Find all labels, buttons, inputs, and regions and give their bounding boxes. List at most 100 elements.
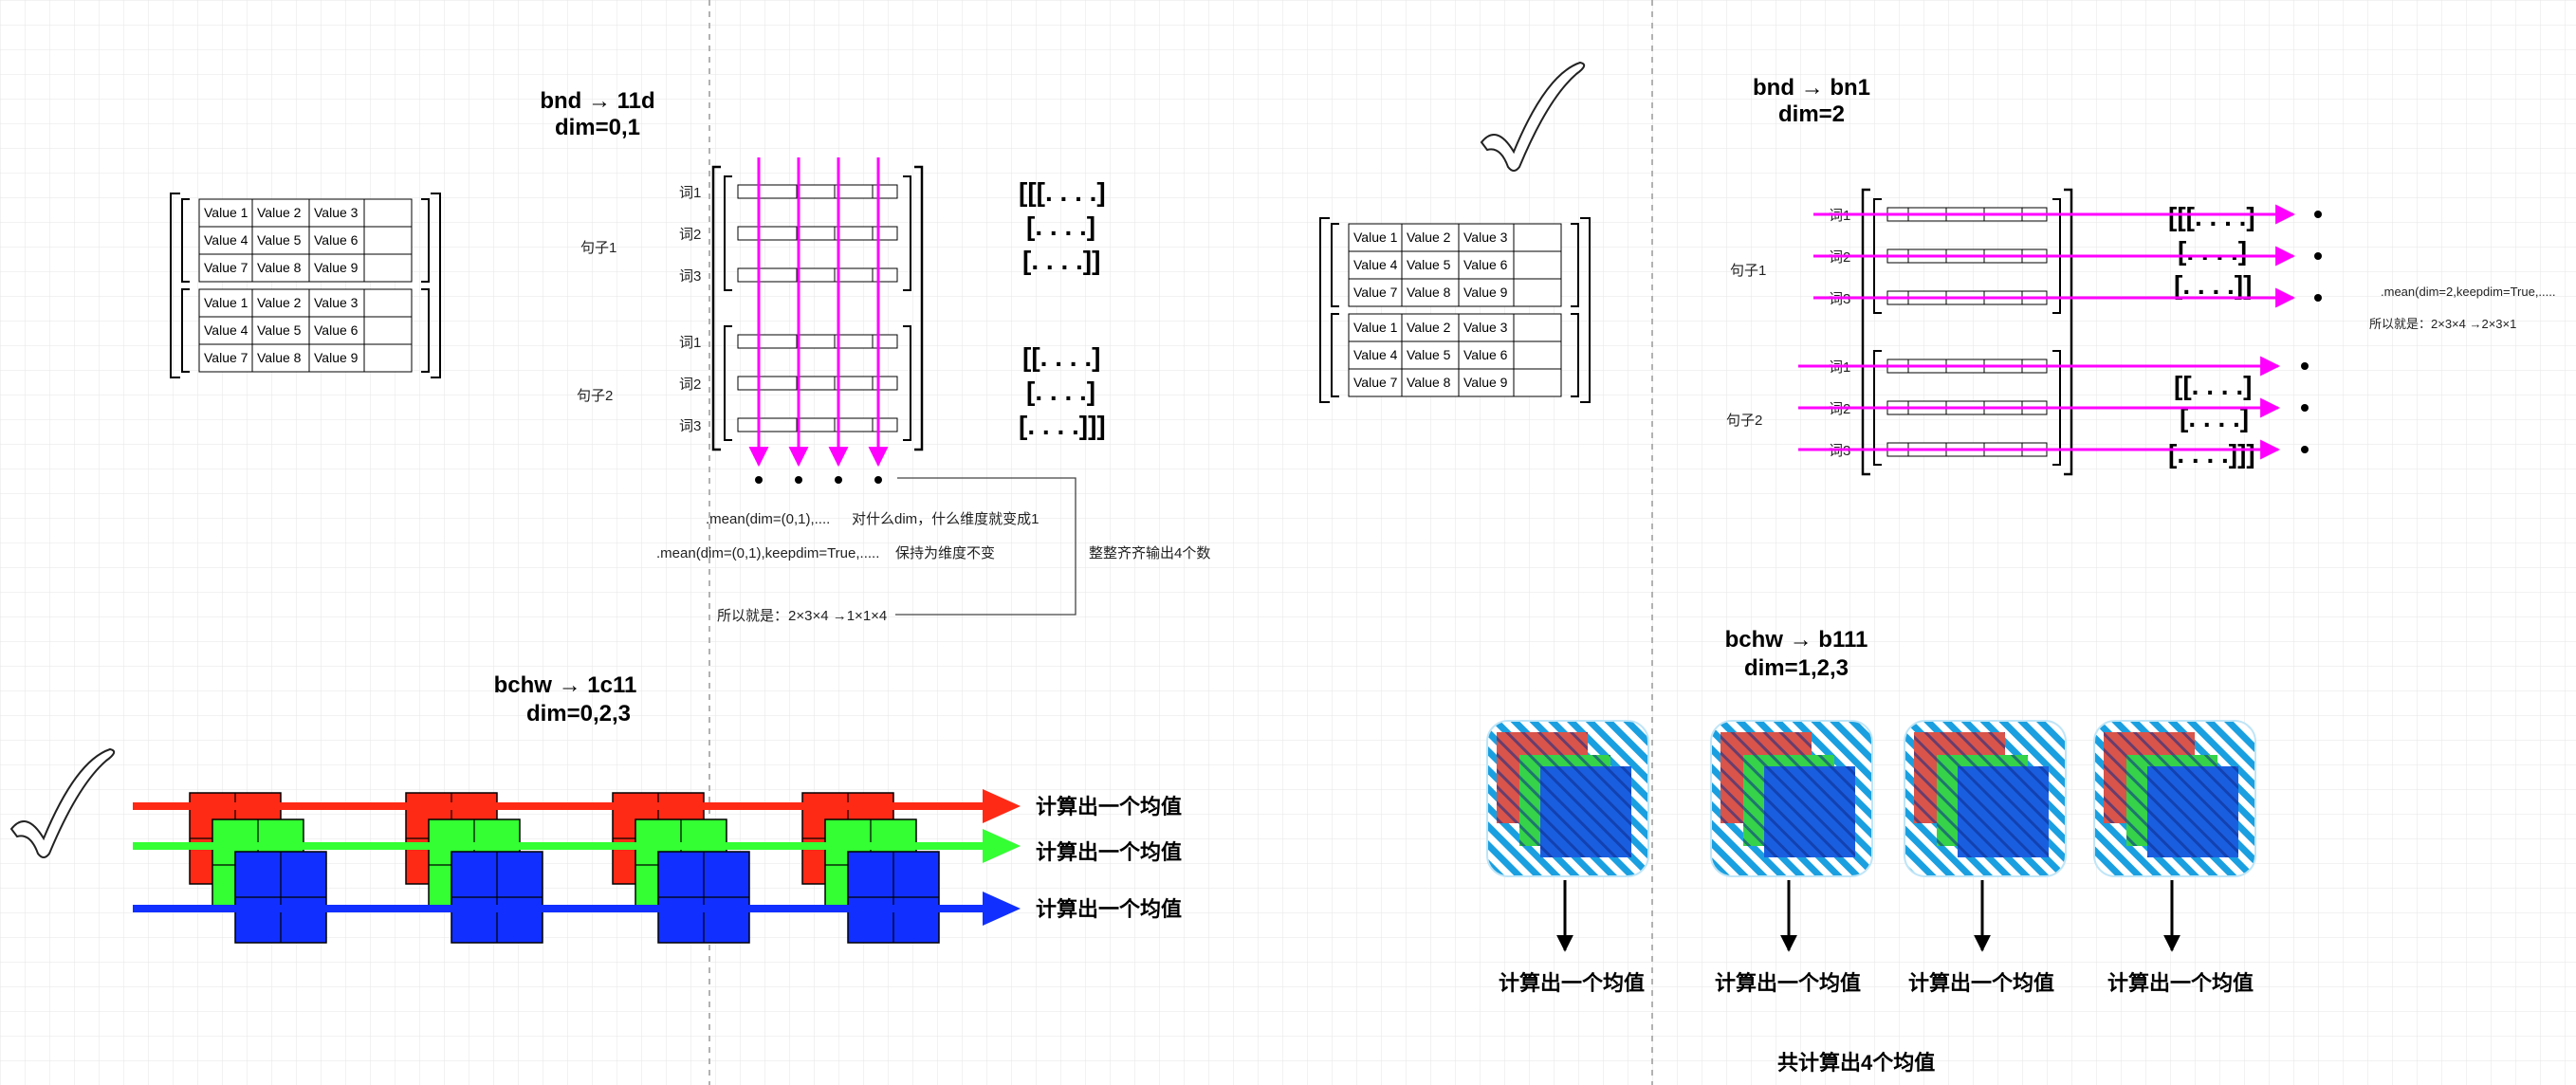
table-cell bbox=[363, 198, 413, 228]
table-cell-text: Value 3 bbox=[1463, 320, 1508, 335]
word-cell bbox=[834, 184, 874, 199]
batch-bracket-left bbox=[711, 165, 721, 451]
table-cell-text: Value 1 bbox=[204, 205, 248, 220]
table-cell bbox=[1348, 368, 1403, 397]
p4-title-line2: dim=1,2,3 bbox=[1744, 655, 1849, 681]
p3-result-green: 计算出一个均值 bbox=[1036, 840, 1182, 864]
table-cell-text: Value 9 bbox=[1463, 375, 1508, 390]
table-cell bbox=[251, 253, 310, 283]
word-cell bbox=[796, 226, 836, 241]
word-cell bbox=[758, 226, 798, 241]
p1-sentence2-label: 句子2 bbox=[577, 388, 613, 404]
table-cell-text: Value 5 bbox=[1407, 347, 1451, 362]
outer-bracket-left bbox=[1319, 217, 1330, 403]
table-cell-text: Value 6 bbox=[314, 322, 359, 338]
table-cell-text: Value 8 bbox=[257, 260, 302, 275]
result-bracket-text: [. . . .] bbox=[2178, 236, 2247, 266]
table-cell bbox=[1458, 368, 1515, 397]
inner-bracket-left bbox=[181, 288, 190, 373]
sentence-bracket-right bbox=[903, 175, 911, 291]
word-cell bbox=[737, 184, 760, 199]
inner-bracket-right bbox=[1571, 223, 1579, 307]
table-cell-text: Value 2 bbox=[257, 205, 302, 220]
table-cell-text: Value 8 bbox=[1407, 285, 1451, 300]
table-cell-text: Value 1 bbox=[1353, 320, 1398, 335]
word-cell bbox=[737, 417, 760, 432]
sentence-bracket-left bbox=[724, 175, 732, 291]
word-label: 词3 bbox=[679, 268, 701, 285]
word-cell bbox=[737, 226, 760, 241]
word-label: 词2 bbox=[679, 377, 701, 393]
p1-connector-line bbox=[895, 477, 1076, 616]
blue-channel-hatch bbox=[1540, 766, 1631, 857]
table-cell-text: Value 8 bbox=[1407, 375, 1451, 390]
word-cell bbox=[872, 334, 898, 349]
table-cell-text: Value 2 bbox=[1407, 230, 1451, 245]
table-cell bbox=[251, 343, 310, 373]
p1-title-line1: bnd → 11d bbox=[540, 88, 654, 114]
p4-batch-stacks bbox=[1486, 720, 2256, 952]
p1-note-output: 整整齐齐输出4个数 bbox=[1089, 545, 1210, 561]
output-dot bbox=[874, 476, 882, 484]
table-cell bbox=[251, 198, 310, 228]
table-cell bbox=[363, 316, 413, 345]
batch-bracket-left bbox=[1861, 188, 1870, 476]
word-cell bbox=[834, 376, 874, 391]
table-cell bbox=[1401, 368, 1460, 397]
p1-note-mean: .mean(dim=(0,1),.... bbox=[706, 511, 830, 527]
p2-sentence1-label: 句子1 bbox=[1730, 263, 1766, 279]
word-cell bbox=[758, 417, 798, 432]
word-cell bbox=[796, 184, 836, 199]
table-cell bbox=[1513, 340, 1562, 370]
word-label: 词3 bbox=[679, 418, 701, 434]
blue-channel-hatch bbox=[2147, 766, 2238, 857]
output-dot bbox=[2301, 404, 2309, 412]
p3-result-blue: 计算出一个均值 bbox=[1036, 897, 1182, 921]
table-cell bbox=[363, 288, 413, 318]
inner-bracket-left bbox=[181, 198, 190, 283]
result-bracket-text: [. . . .]]] bbox=[1019, 411, 1106, 440]
word-cell bbox=[834, 226, 874, 241]
output-dot bbox=[2301, 362, 2309, 370]
table-cell-text: Value 5 bbox=[1407, 257, 1451, 272]
table-cell bbox=[1513, 250, 1562, 280]
table-cell bbox=[1401, 278, 1460, 307]
outer-bracket-right bbox=[1580, 217, 1591, 403]
table-cell bbox=[363, 343, 413, 373]
table-cell bbox=[1458, 250, 1515, 280]
p1-title-line2: dim=0,1 bbox=[555, 115, 640, 140]
word-cell bbox=[737, 334, 760, 349]
word-cell bbox=[796, 376, 836, 391]
p2-sentence2-label: 句子2 bbox=[1726, 413, 1762, 429]
table-cell-text: Value 4 bbox=[204, 322, 248, 338]
word-cell bbox=[796, 334, 836, 349]
green-mean-arrow-head bbox=[983, 829, 1021, 863]
table-cell-text: Value 4 bbox=[204, 232, 248, 248]
output-dot bbox=[2314, 294, 2322, 302]
word-label: 词1 bbox=[679, 335, 701, 351]
table-cell-text: Value 7 bbox=[1353, 285, 1398, 300]
table-cell-text: Value 6 bbox=[1463, 257, 1508, 272]
table-cell bbox=[1458, 223, 1515, 252]
word-cell bbox=[834, 417, 874, 432]
table-cell-text: Value 7 bbox=[204, 260, 248, 275]
table-cell-text: Value 4 bbox=[1353, 347, 1398, 362]
table-cell bbox=[1513, 278, 1562, 307]
p2-result-brackets: [[[. . . .][. . . .][. . . .]][[. . . .]… bbox=[2168, 202, 2255, 469]
table-cell-text: Value 6 bbox=[1463, 347, 1508, 362]
result-bracket-text: [. . . .]]] bbox=[2168, 439, 2255, 469]
table-cell-text: Value 2 bbox=[257, 295, 302, 310]
word-cell bbox=[737, 267, 760, 283]
result-bracket-text: [[[. . . .] bbox=[2168, 202, 2255, 231]
table-cell-text: Value 9 bbox=[1463, 285, 1508, 300]
p3-title-line2: dim=0,2,3 bbox=[526, 701, 631, 726]
table-cell bbox=[251, 288, 310, 318]
word-cell bbox=[758, 334, 798, 349]
p4-result-4: 计算出一个均值 bbox=[2107, 971, 2254, 995]
p4-result-1: 计算出一个均值 bbox=[1499, 971, 1645, 995]
p2-title-line1: bnd → bn1 bbox=[1753, 75, 1870, 101]
p3-channel-arrows bbox=[133, 789, 1021, 926]
table-cell-text: Value 9 bbox=[314, 350, 359, 365]
